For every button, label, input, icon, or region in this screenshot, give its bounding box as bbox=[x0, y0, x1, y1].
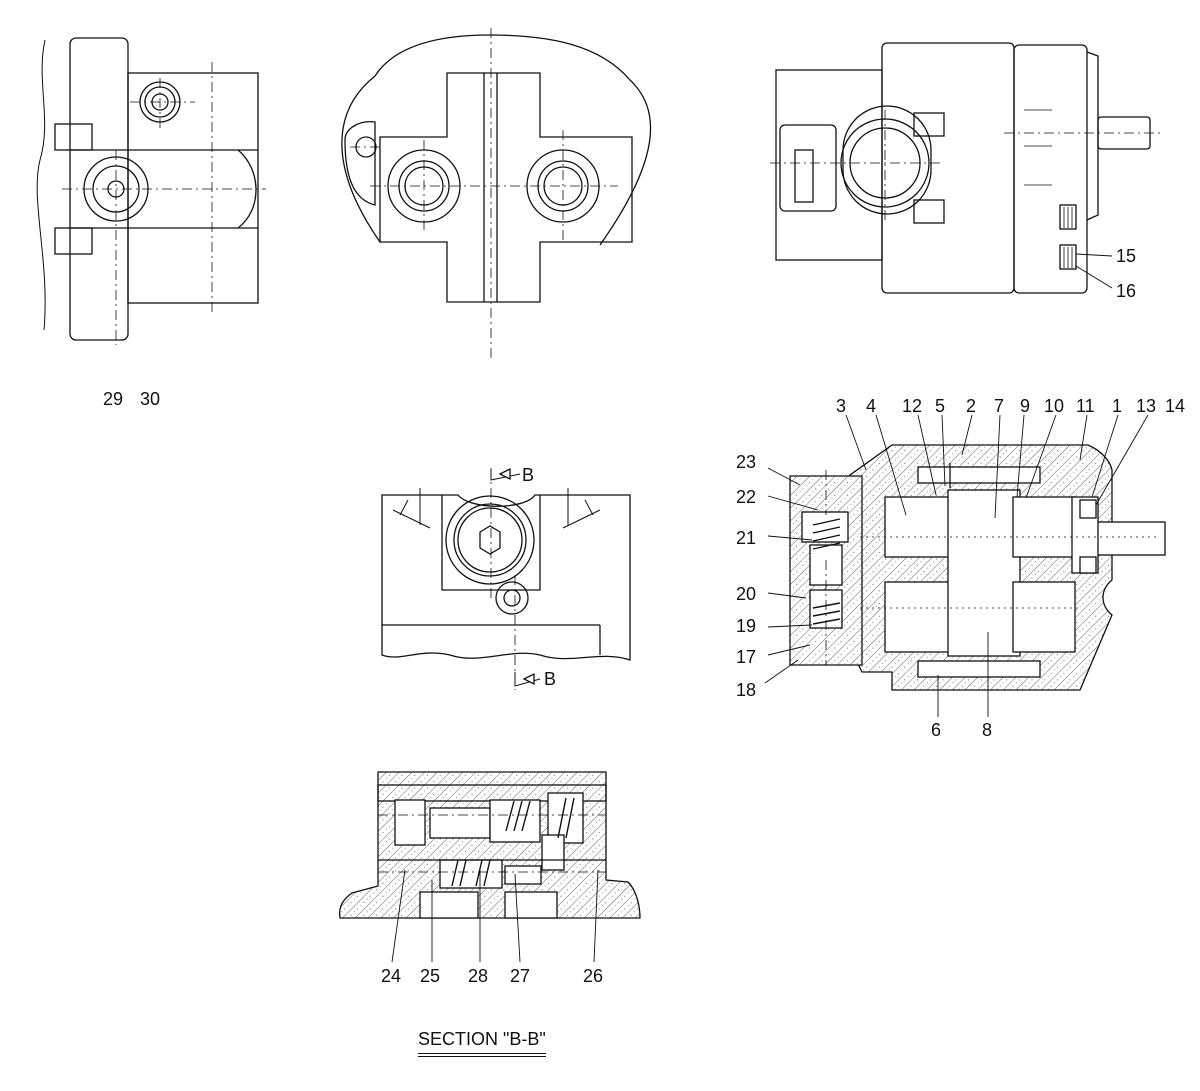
section-b-b-view bbox=[339, 771, 641, 963]
part-label-18: 18 bbox=[736, 680, 757, 700]
part-label-27: 27 bbox=[510, 966, 531, 986]
part-label-9: 9 bbox=[1020, 396, 1031, 416]
part-label-5: 5 bbox=[935, 396, 946, 416]
part-label-24: 24 bbox=[381, 966, 402, 986]
part-label-6: 6 bbox=[931, 720, 942, 740]
part-label-23: 23 bbox=[736, 452, 757, 472]
part-label-15: 15 bbox=[1116, 246, 1137, 266]
part-label-7: 7 bbox=[994, 396, 1005, 416]
side-view-left bbox=[36, 37, 266, 345]
part-label-2: 2 bbox=[966, 396, 977, 416]
part-label-8: 8 bbox=[982, 720, 993, 740]
part-label-28: 28 bbox=[468, 966, 489, 986]
part-label-25: 25 bbox=[420, 966, 441, 986]
main-cross-section bbox=[764, 414, 1166, 717]
section-title: SECTION "B-B" bbox=[418, 1029, 546, 1057]
part-label-16: 16 bbox=[1116, 281, 1137, 301]
section-marker-bottom: B bbox=[544, 669, 557, 689]
part-label-30: 30 bbox=[140, 389, 161, 409]
part-label-10: 10 bbox=[1044, 396, 1065, 416]
part-label-26: 26 bbox=[583, 966, 604, 986]
part-label-12: 12 bbox=[902, 396, 923, 416]
part-label-1: 1 bbox=[1112, 396, 1123, 416]
part-label-11: 11 bbox=[1076, 396, 1095, 416]
part-label-20: 20 bbox=[736, 584, 757, 604]
part-label-19: 19 bbox=[736, 616, 757, 636]
side-view-right bbox=[770, 42, 1160, 294]
part-label-4: 4 bbox=[866, 396, 877, 416]
part-label-3: 3 bbox=[836, 396, 847, 416]
part-label-17: 17 bbox=[736, 647, 757, 667]
top-view-center bbox=[381, 467, 631, 690]
part-label-14: 14 bbox=[1165, 396, 1186, 416]
part-label-13: 13 bbox=[1136, 396, 1157, 416]
front-view bbox=[341, 28, 652, 360]
part-label-22: 22 bbox=[736, 487, 757, 507]
section-marker-top: B bbox=[522, 465, 535, 485]
part-label-29: 29 bbox=[103, 389, 124, 409]
part-label-21: 21 bbox=[736, 528, 757, 548]
